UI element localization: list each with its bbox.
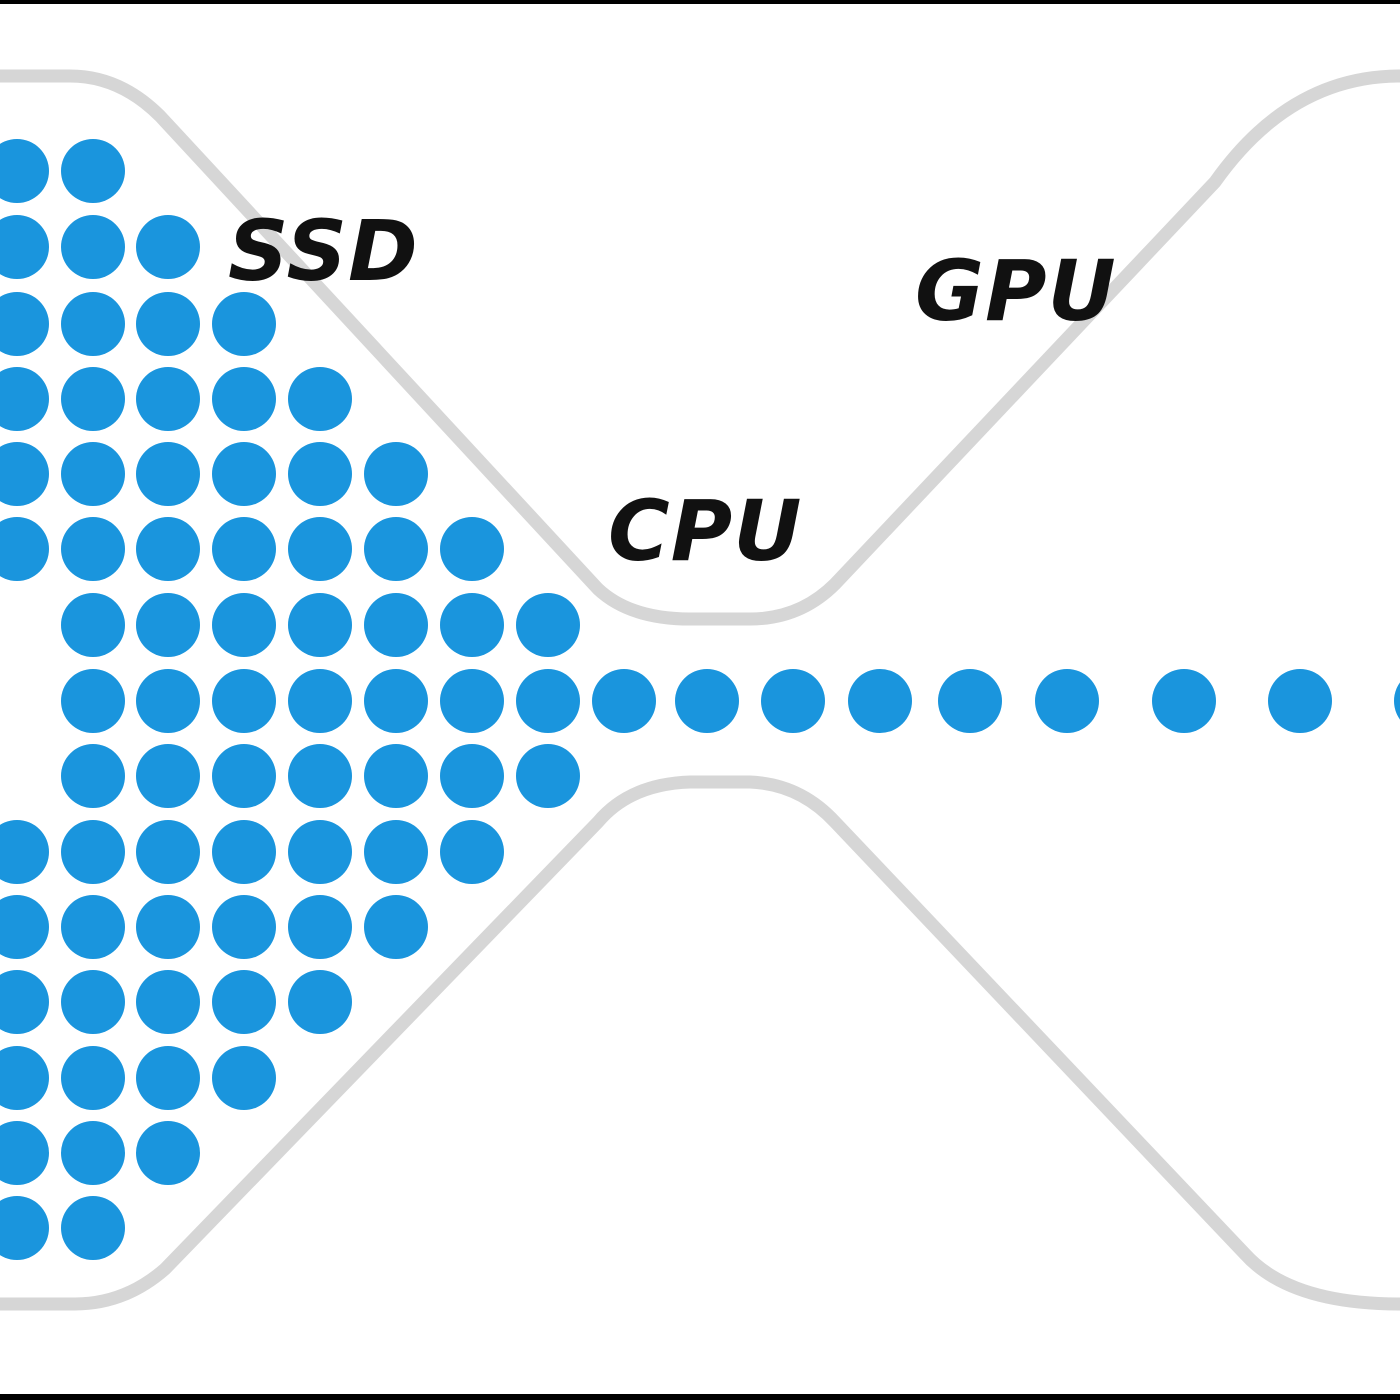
data-dot-67 — [0, 1046, 49, 1110]
data-dot-4 — [61, 215, 125, 279]
data-dot-36 — [136, 669, 200, 733]
data-dot-8 — [136, 292, 200, 356]
data-dot-51 — [136, 820, 200, 884]
data-dot-43 — [136, 744, 200, 808]
data-dot-84 — [1394, 682, 1400, 720]
gpu-label: GPU — [915, 242, 1117, 340]
data-dot-35 — [61, 669, 125, 733]
data-dot-16 — [61, 442, 125, 506]
data-dot-78 — [761, 669, 825, 733]
data-dot-53 — [288, 820, 352, 884]
data-dot-27 — [440, 517, 504, 581]
data-dot-44 — [212, 744, 276, 808]
data-dot-37 — [212, 669, 276, 733]
data-dot-7 — [61, 292, 125, 356]
data-dot-83 — [1268, 669, 1332, 733]
data-dot-33 — [440, 593, 504, 657]
data-dot-82 — [1152, 669, 1216, 733]
data-dot-71 — [0, 1121, 49, 1185]
data-dot-73 — [136, 1121, 200, 1185]
data-dot-69 — [136, 1046, 200, 1110]
data-dot-32 — [364, 593, 428, 657]
data-dot-14 — [288, 367, 352, 431]
data-dot-19 — [288, 442, 352, 506]
data-dot-61 — [364, 895, 428, 959]
data-dot-68 — [61, 1046, 125, 1110]
data-dot-81 — [1035, 669, 1099, 733]
data-dot-9 — [212, 292, 276, 356]
data-dot-57 — [61, 895, 125, 959]
data-dot-80 — [938, 669, 1002, 733]
data-dot-47 — [440, 744, 504, 808]
data-dot-30 — [212, 593, 276, 657]
data-dot-75 — [61, 1196, 125, 1260]
data-dot-62 — [0, 970, 49, 1034]
data-dot-5 — [136, 215, 200, 279]
data-dot-31 — [288, 593, 352, 657]
data-dot-29 — [136, 593, 200, 657]
data-dot-12 — [136, 367, 200, 431]
data-dot-64 — [136, 970, 200, 1034]
ssd-label: SSD — [228, 202, 419, 300]
data-dot-18 — [212, 442, 276, 506]
data-dot-60 — [288, 895, 352, 959]
data-dot-26 — [364, 517, 428, 581]
data-dot-76 — [592, 669, 656, 733]
data-dot-25 — [288, 517, 352, 581]
data-dot-59 — [212, 895, 276, 959]
data-dot-22 — [61, 517, 125, 581]
data-dot-6 — [0, 292, 49, 356]
data-dot-74 — [0, 1196, 49, 1260]
data-dot-77 — [675, 669, 739, 733]
data-dot-11 — [61, 367, 125, 431]
data-dot-1 — [0, 139, 49, 203]
data-dot-45 — [288, 744, 352, 808]
data-dot-39 — [364, 669, 428, 733]
data-dot-65 — [212, 970, 276, 1034]
data-dot-28 — [61, 593, 125, 657]
data-dot-49 — [0, 820, 49, 884]
data-dot-56 — [0, 895, 49, 959]
pipe-outline-upper — [0, 69, 1400, 626]
data-dot-54 — [364, 820, 428, 884]
data-dot-70 — [212, 1046, 276, 1110]
pipe-outline-lower — [0, 775, 1400, 1311]
data-dot-63 — [61, 970, 125, 1034]
data-dot-17 — [136, 442, 200, 506]
data-dot-52 — [212, 820, 276, 884]
diagram-panel: SSD CPU GPU — [0, 4, 1400, 1394]
data-dot-24 — [212, 517, 276, 581]
cpu-label: CPU — [608, 482, 802, 580]
data-dot-41 — [516, 669, 580, 733]
data-dot-42 — [61, 744, 125, 808]
data-dot-66 — [288, 970, 352, 1034]
data-dot-50 — [61, 820, 125, 884]
data-dot-38 — [288, 669, 352, 733]
data-dot-20 — [364, 442, 428, 506]
data-dot-15 — [0, 442, 49, 506]
pipe-outline — [0, 69, 1400, 1311]
data-dot-40 — [440, 669, 504, 733]
data-dots — [0, 139, 1400, 1260]
data-dot-2 — [61, 139, 125, 203]
data-dot-55 — [440, 820, 504, 884]
data-dot-21 — [0, 517, 49, 581]
bottleneck-diagram: SSD CPU GPU — [0, 69, 1400, 1311]
data-dot-34 — [516, 593, 580, 657]
data-dot-10 — [0, 367, 49, 431]
data-dot-3 — [0, 215, 49, 279]
data-dot-48 — [516, 744, 580, 808]
data-dot-79 — [848, 669, 912, 733]
data-dot-72 — [61, 1121, 125, 1185]
data-dot-23 — [136, 517, 200, 581]
data-dot-46 — [364, 744, 428, 808]
data-dot-13 — [212, 367, 276, 431]
data-dot-58 — [136, 895, 200, 959]
